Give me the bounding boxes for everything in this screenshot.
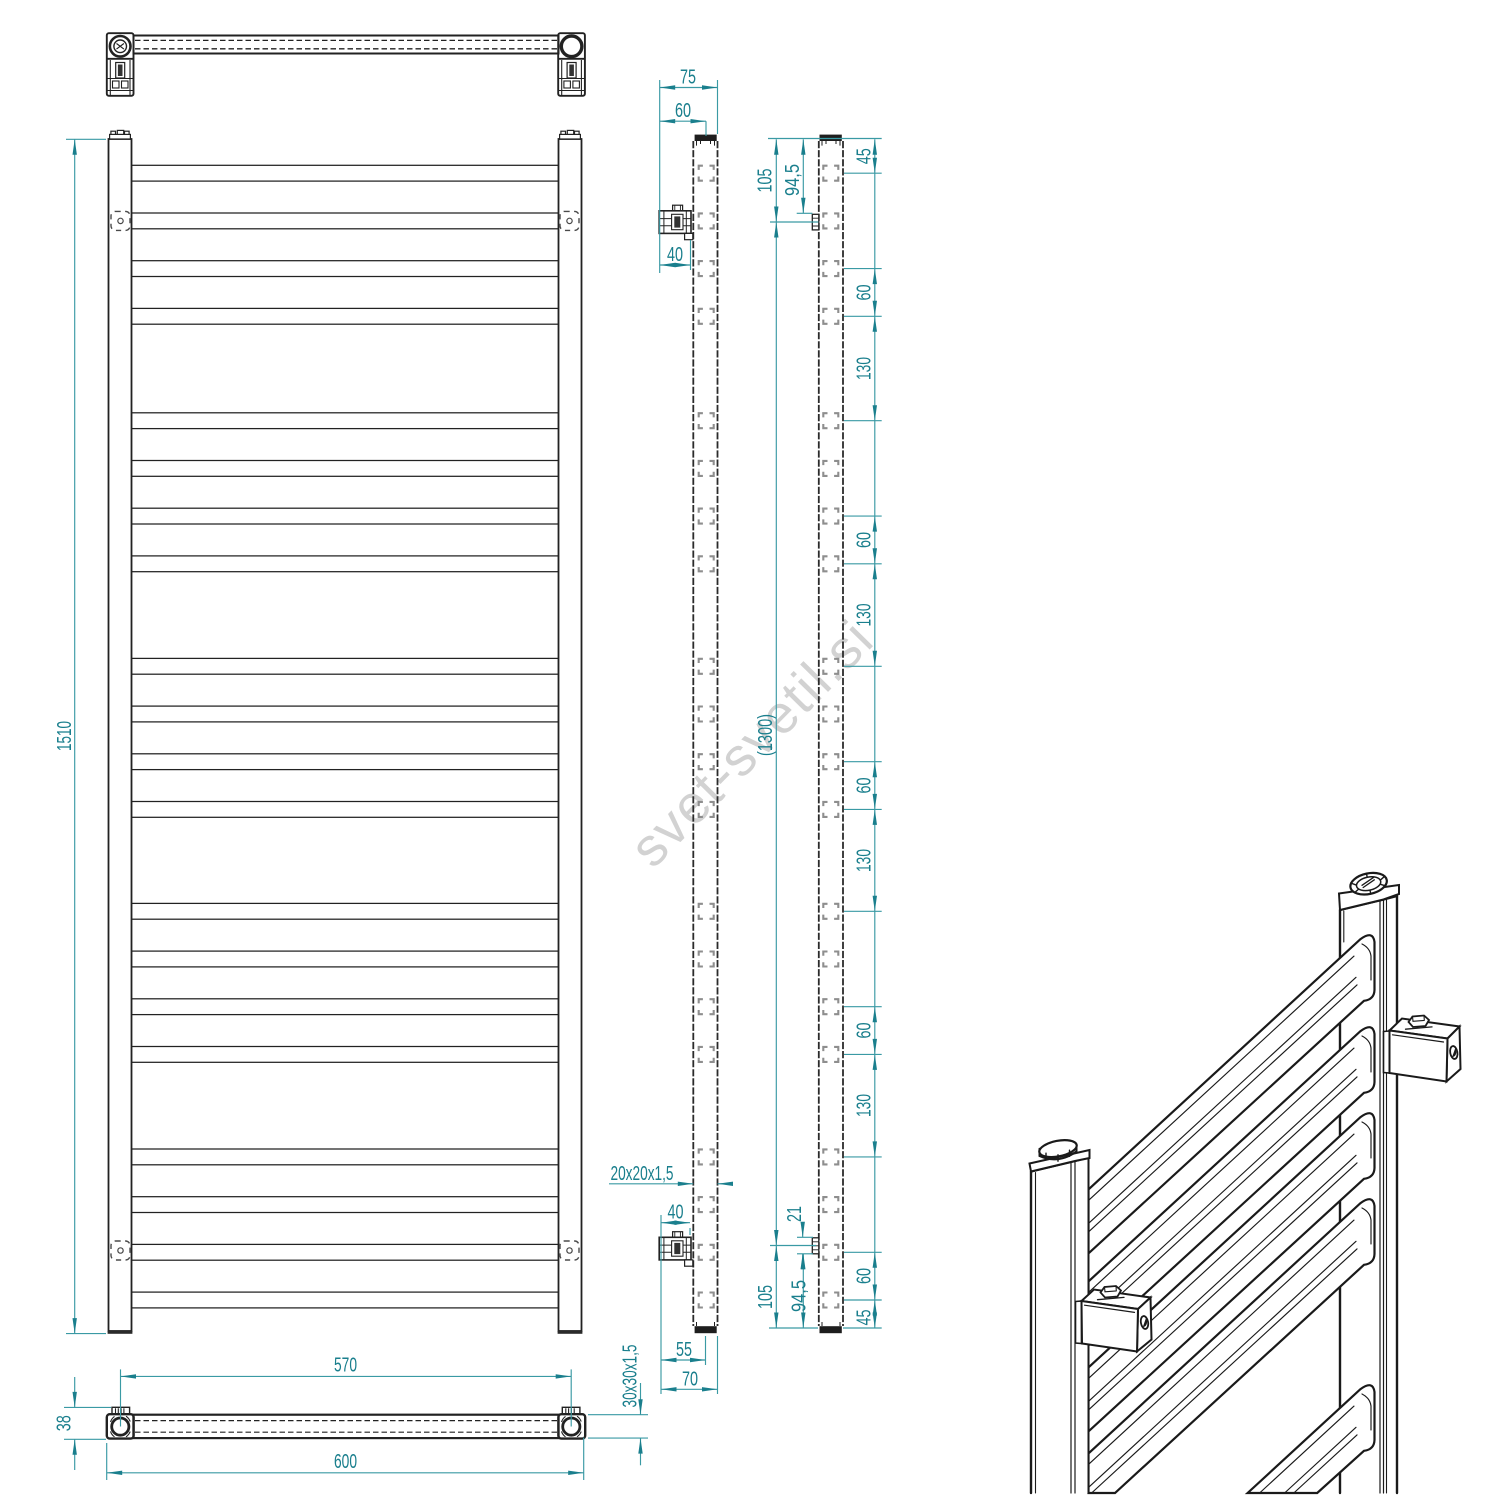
svg-text:130: 130: [854, 1094, 876, 1117]
svg-text:105: 105: [755, 1285, 777, 1309]
svg-text:60: 60: [675, 100, 691, 122]
svg-text:130: 130: [854, 849, 876, 872]
svg-text:70: 70: [682, 1368, 698, 1390]
svg-text:60: 60: [854, 532, 876, 548]
svg-text:130: 130: [854, 604, 876, 627]
svg-text:45: 45: [854, 1310, 876, 1326]
svg-text:40: 40: [667, 244, 683, 266]
svg-text:600: 600: [334, 1451, 357, 1473]
svg-text:(1300): (1300): [755, 714, 777, 756]
svg-text:94,5: 94,5: [782, 164, 804, 196]
svg-text:38: 38: [54, 1415, 76, 1431]
svg-text:1510: 1510: [54, 721, 76, 751]
svg-text:21: 21: [784, 1206, 806, 1222]
svg-text:105: 105: [755, 169, 777, 193]
svg-text:60: 60: [854, 778, 876, 794]
svg-text:60: 60: [854, 1023, 876, 1039]
svg-text:40: 40: [668, 1202, 684, 1224]
svg-text:130: 130: [854, 357, 876, 380]
svg-text:30x30x1,5: 30x30x1,5: [620, 1345, 642, 1408]
svg-text:55: 55: [676, 1339, 692, 1361]
svg-text:570: 570: [334, 1355, 357, 1377]
svg-text:94,5: 94,5: [789, 1280, 811, 1312]
svg-text:60: 60: [854, 285, 876, 301]
svg-text:20x20x1,5: 20x20x1,5: [611, 1163, 674, 1185]
svg-text:45: 45: [854, 148, 876, 164]
svg-text:60: 60: [854, 1268, 876, 1284]
svg-text:75: 75: [680, 67, 696, 89]
